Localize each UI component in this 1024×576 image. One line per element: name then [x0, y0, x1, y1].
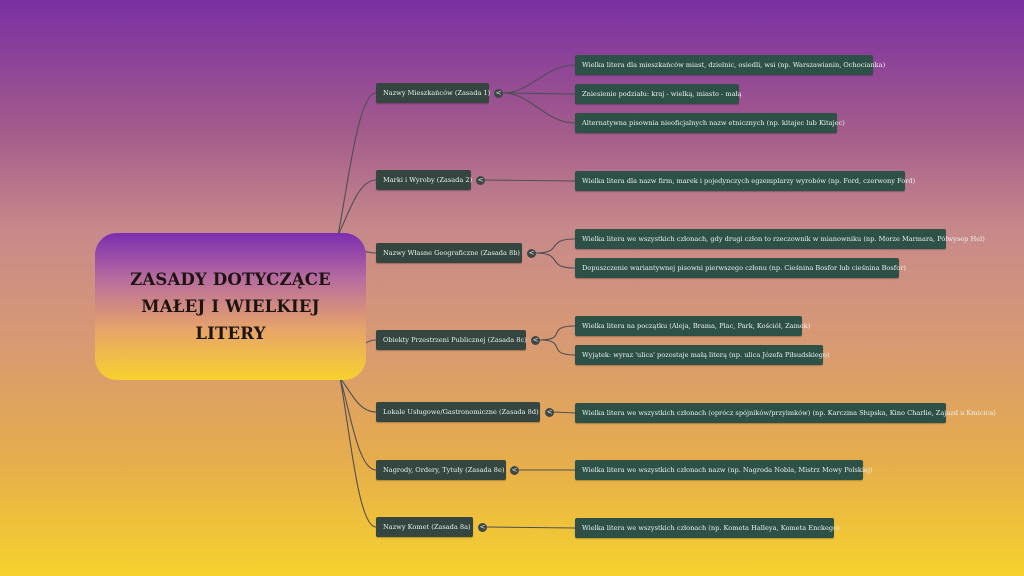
leaf-mieszkancy-miast[interactable]: Wielka litera dla mieszkańców miast, dzi…	[575, 55, 885, 75]
collapse-toggle-icon[interactable]: <	[545, 408, 554, 417]
leaf-connector	[535, 238, 576, 254]
leaf-nazwy-firm[interactable]: Wielka litera dla nazw firm, marek i poj…	[575, 171, 915, 191]
leaf-connector	[502, 92, 576, 124]
leaf-geograficzne-mianownik[interactable]: Wielka litera we wszystkich członach, gd…	[575, 229, 985, 249]
leaf-lokale-czlony[interactable]: Wielka litera we wszystkich członach (op…	[575, 403, 996, 423]
root-title: ZASADY DOTYCZĄCE MAŁEJ I WIELKIEJ LITERY	[107, 266, 354, 347]
leaf-connector	[539, 339, 576, 356]
branch-lokale-uslugowe[interactable]: Lokale Usługowe/Gastronomiczne (Zasada 8…	[376, 402, 540, 422]
branch-nazwy-komet[interactable]: Nazwy Komet (Zasada 8a)	[376, 517, 473, 537]
branch-nagrody-ordery-tytuly[interactable]: Nagrody, Ordery, Tytuły (Zasada 8e)	[376, 460, 506, 480]
leaf-connector	[553, 411, 576, 414]
root-title-line1: ZASADY DOTYCZĄCE	[130, 270, 331, 289]
root-connector	[339, 377, 377, 471]
root-connector	[337, 179, 377, 236]
root-title-line2: MAŁEJ I WIELKIEJ LITERY	[141, 297, 320, 343]
collapse-toggle-icon[interactable]: <	[476, 176, 485, 185]
root-topic[interactable]: ZASADY DOTYCZĄCE MAŁEJ I WIELKIEJ LITERY	[95, 233, 366, 380]
branch-nazwy-mieszkancow[interactable]: Nazwy Mieszkańców (Zasada 1)	[376, 83, 490, 103]
collapse-toggle-icon[interactable]: <	[531, 336, 540, 345]
branch-marki-i-wyroby[interactable]: Marki i Wyroby (Zasada 2)	[376, 170, 472, 190]
leaf-zniesienie-podzialu[interactable]: Zniesienie podziału: kraj - wielką, mias…	[575, 84, 742, 104]
leaf-connector	[502, 92, 576, 95]
leaf-obiekty-poczatek[interactable]: Wielka litera na początku (Aleja, Brama,…	[575, 316, 810, 336]
branch-obiekty-przestrzeni-publicznej[interactable]: Obiekty Przestrzeni Publicznej (Zasada 8…	[376, 330, 527, 350]
root-connector	[339, 377, 377, 528]
leaf-geograficzne-wariant[interactable]: Dopuszczenie wariantywnej pisowni pierws…	[575, 258, 906, 278]
collapse-toggle-icon[interactable]: <	[478, 523, 487, 532]
leaf-connector	[486, 526, 576, 529]
leaf-connector	[539, 325, 576, 341]
leaf-komety-czlony[interactable]: Wielka litera we wszystkich członach (np…	[575, 518, 840, 538]
leaf-connector	[535, 252, 576, 269]
root-connector	[337, 92, 377, 236]
root-connector	[339, 377, 377, 413]
leaf-alternatywna-pisownia[interactable]: Alternatywna pisownia nieoficjalnych naz…	[575, 113, 845, 133]
collapse-toggle-icon[interactable]: <	[527, 249, 536, 258]
leaf-connector	[502, 64, 576, 94]
leaf-connector	[484, 179, 576, 182]
collapse-toggle-icon[interactable]: <	[510, 466, 519, 475]
branch-nazwy-geograficzne[interactable]: Nazwy Własne Geograficzne (Zasada 8b)	[376, 243, 522, 263]
leaf-nagrody-czlony[interactable]: Wielka litera we wszystkich członach naz…	[575, 460, 872, 480]
collapse-toggle-icon[interactable]: <	[494, 89, 503, 98]
leaf-obiekty-wyjatek[interactable]: Wyjątek: wyraz 'ulica' pozostaje małą li…	[575, 345, 830, 365]
